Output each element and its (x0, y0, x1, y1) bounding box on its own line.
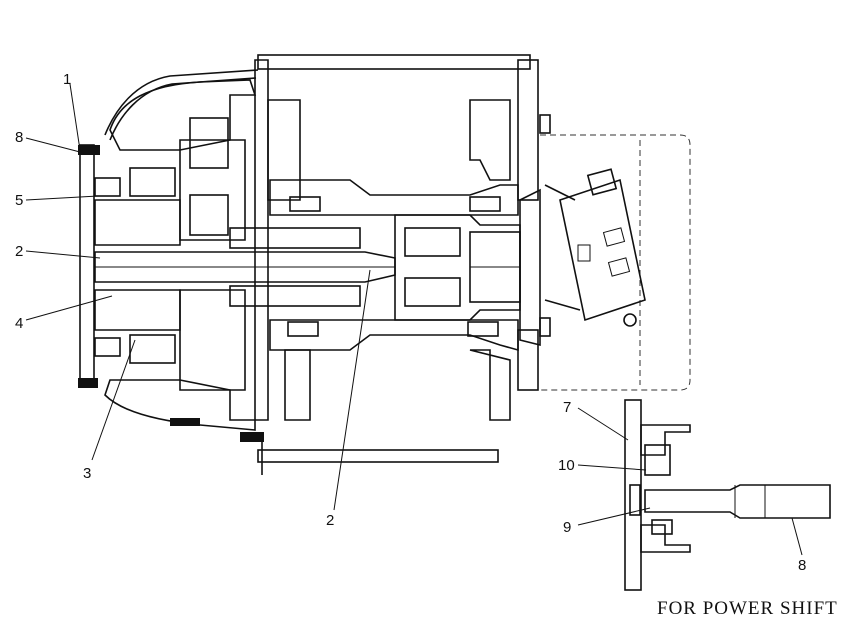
callout-9: 9 (563, 519, 571, 536)
hydraulic-motor (394, 114, 551, 347)
callout-10: 10 (558, 457, 575, 474)
power-shift-detail (624, 399, 831, 591)
callout-8-main: 8 (15, 129, 23, 146)
control-valve-block (540, 134, 691, 391)
drum (254, 54, 539, 475)
callout-1: 1 (63, 71, 71, 88)
detail-caption: FOR POWER SHIFT (657, 598, 838, 619)
callout-2-center: 2 (326, 512, 334, 529)
callout-3: 3 (83, 465, 91, 482)
brake-housing (78, 69, 264, 442)
callout-labels: 1 8 5 2 4 3 2 7 10 9 8 (15, 71, 806, 574)
leader-lines (25, 83, 803, 556)
callout-2-left: 2 (15, 243, 23, 260)
callout-5: 5 (15, 192, 23, 209)
drive-shaft (94, 227, 396, 307)
callout-7: 7 (563, 399, 571, 416)
callout-4: 4 (15, 315, 23, 332)
callout-8-detail: 8 (798, 557, 806, 574)
